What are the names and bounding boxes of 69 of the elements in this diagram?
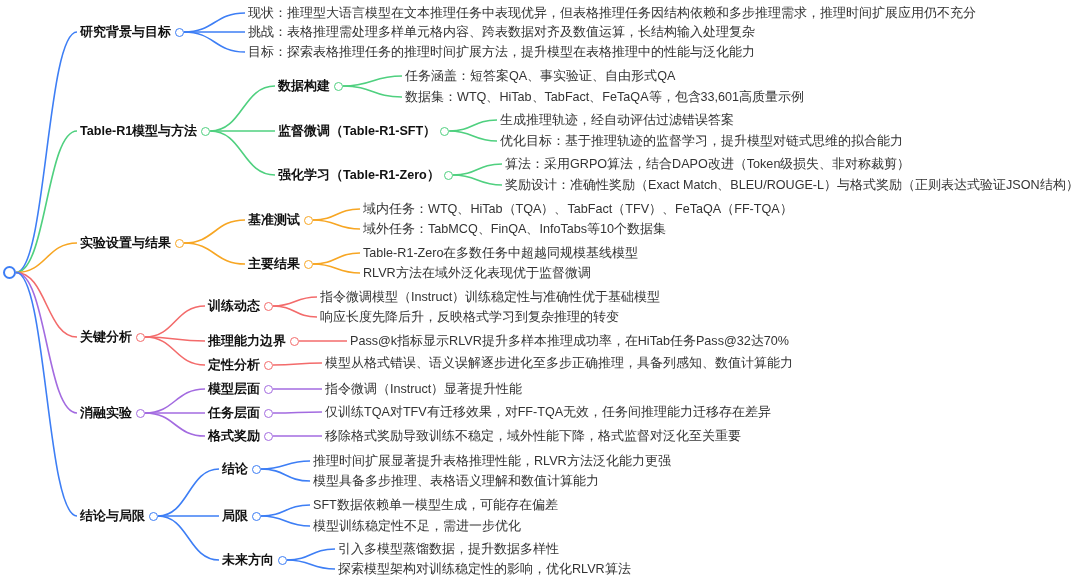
branch-text: 算法：采用GRPO算法，结合DAPO改进（Token级损失、非对称裁剪） [505, 156, 911, 172]
branch-text: 模型具备多步推理、表格语义理解和数值计算能力 [313, 473, 599, 489]
connector [144, 336, 206, 366]
connector [260, 468, 311, 482]
branch-text: 优化目标：基于推理轨迹的监督学习，提升模型对链式思维的拟合能力 [500, 133, 903, 149]
connector [15, 271, 78, 517]
topic-label: 主要结果 [248, 256, 300, 272]
connector [15, 130, 78, 274]
connector [183, 242, 246, 265]
connector [451, 174, 503, 186]
connector [183, 31, 246, 53]
topic-label: 监督微调（Table-R1-SFT） [278, 123, 437, 139]
topic-label: 消融实验 [80, 405, 132, 421]
topic-label: 训练动态 [208, 298, 260, 314]
connector [286, 559, 336, 570]
topic-label: 结论 [222, 461, 248, 477]
branch-text: RLVR方法在域外泛化表现优于监督微调 [363, 265, 591, 281]
topic-label: 关键分析 [80, 329, 132, 345]
connector [448, 130, 498, 142]
topic-label: 定性分析 [208, 357, 260, 373]
connector [272, 305, 318, 318]
branch-text: 推理时间扩展显著提升表格推理性能，RLVR方法泛化能力更强 [313, 453, 671, 469]
topic-label: 格式奖励 [208, 428, 260, 444]
branch-text: 响应长度先降后升，反映格式学习到复杂推理的转变 [320, 309, 619, 325]
topic-label: 研究背景与目标 [80, 24, 171, 40]
topic-label: 任务层面 [208, 405, 260, 421]
connector [298, 340, 348, 342]
branch-text: 引入多模型蒸馏数据，提升数据多样性 [338, 541, 559, 557]
branch-text: SFT数据依赖单一模型生成，可能存在偏差 [313, 497, 558, 513]
branch-text: 域外任务：TabMCQ、FinQA、InfoTabs等10个数据集 [363, 221, 666, 237]
branch-text: Table-R1-Zero在多数任务中超越同规模基线模型 [363, 245, 639, 261]
branch-text: 任务涵盖：短答案QA、事实验证、自由形式QA [405, 68, 676, 84]
branch-text: 生成推理轨迹，经自动评估过滤错误答案 [500, 112, 734, 128]
topic-label: 数据构建 [278, 78, 330, 94]
root-circle [3, 266, 16, 279]
branch-text: 仅训练TQA对TFV有迁移效果，对FF-TQA无效，任务间推理能力迁移存在差异 [325, 404, 772, 420]
branch-text: 目标：探索表格推理任务的推理时间扩展方法，提升模型在表格推理中的性能与泛化能力 [248, 44, 755, 60]
connector [209, 130, 276, 176]
branch-text: 移除格式奖励导致训练不稳定，域外性能下降，格式监督对泛化至关重要 [325, 428, 741, 444]
topic-label: 实验设置与结果 [80, 235, 171, 251]
branch-text: 指令微调模型（Instruct）训练稳定性与准确性优于基础模型 [320, 289, 661, 305]
connector [272, 411, 323, 414]
branch-text: Pass@k指标显示RLVR提升多样本推理成功率，在HiTab任务Pass@32达70% [350, 333, 789, 349]
connector [342, 85, 403, 98]
branch-text: 探索模型架构对训练稳定性的影响，优化RLVR算法 [338, 561, 631, 577]
branch-text: 数据集：WTQ、HiTab、TabFact、FeTaQA等，包含33,601高质量示例 [405, 89, 805, 105]
connector [144, 412, 206, 437]
topic-label: 局限 [222, 508, 248, 524]
topic-label: 未来方向 [222, 552, 274, 568]
topic-label: 强化学习（Table-R1-Zero） [278, 167, 440, 183]
branch-text: 模型从格式错误、语义误解逐步进化至多步正确推理，具备列感知、数值计算能力 [325, 355, 793, 371]
topic-label: 基准测试 [248, 212, 300, 228]
branch-text: 指令微调（Instruct）显著提升性能 [325, 381, 523, 397]
branch-text: 挑战：表格推理需处理多样单元格内容、跨表数据对齐及数值运算，长结构输入处理复杂 [248, 24, 755, 40]
connector [157, 515, 220, 561]
topic-label: 推理能力边界 [208, 333, 286, 349]
branch-text: 现状：推理型大语言模型在文本推理任务中表现优异，但表格推理任务因结构依赖和多步推理需求，推理时间扩展应用仍不充分 [248, 5, 976, 21]
connector [272, 435, 323, 437]
branch-text: 模型训练稳定性不足，需进一步优化 [313, 518, 521, 534]
branch-text: 域内任务：WTQ、HiTab（TQA）、TabFact（TFV）、FeTaQA（FF-TQA） [363, 201, 793, 217]
connector [260, 515, 311, 527]
topic-label: 模型层面 [208, 381, 260, 397]
connector [312, 263, 361, 274]
connector [312, 219, 361, 230]
connector [272, 388, 323, 390]
branch-text: 奖励设计：准确性奖励（Exact Match、BLEU/ROUGE-L）与格式奖励（正则表达式验证JSON结构） [505, 177, 1079, 193]
topic-label: 结论与局限 [80, 508, 145, 524]
topic-label: Table-R1模型与方法 [80, 123, 198, 139]
connector [272, 362, 323, 366]
